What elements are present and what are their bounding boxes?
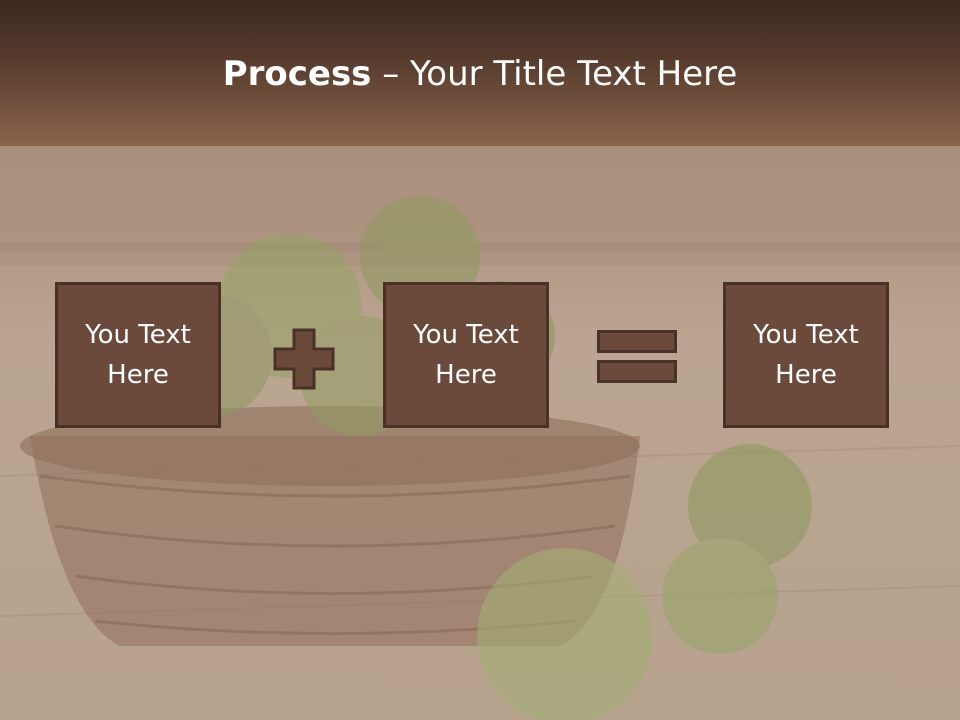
equals-icon — [597, 330, 677, 383]
brussels-sprouts-illustration — [0, 146, 960, 720]
process-box-2-text: You Text Here — [413, 320, 519, 390]
background-photo — [0, 146, 960, 720]
process-box-3: You Text Here — [723, 282, 889, 428]
title-bold: Process — [222, 54, 372, 94]
title-bar: Process – Your Title Text Here — [0, 0, 960, 146]
plus-icon — [273, 328, 335, 390]
title-rest: – Your Title Text Here — [371, 54, 738, 94]
process-box-2: You Text Here — [383, 282, 549, 428]
process-box-1: You Text Here — [55, 282, 221, 428]
process-box-1-text: You Text Here — [85, 320, 191, 390]
process-box-3-text: You Text Here — [753, 320, 859, 390]
slide-title: Process – Your Title Text Here — [0, 52, 960, 96]
